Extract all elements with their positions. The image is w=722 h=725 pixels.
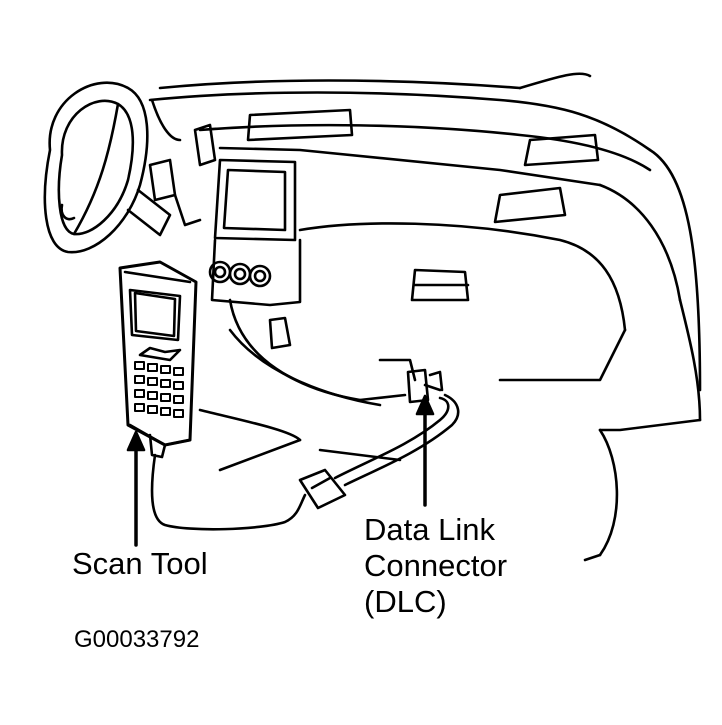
glove-box xyxy=(298,222,627,382)
air-vents xyxy=(246,108,600,224)
center-console xyxy=(208,158,302,350)
scan-tool-label: Scan Tool xyxy=(72,546,208,581)
dlc-label-line-3: (DLC) xyxy=(364,584,447,619)
data-link-connector-label: Data Link Connector (DLC) xyxy=(364,512,507,620)
lower-dash xyxy=(198,298,417,472)
steering-column xyxy=(148,98,217,227)
scan-tool-keypad xyxy=(134,361,184,418)
scan-tool-pointer-arrow xyxy=(126,430,146,547)
dlc-pointer-arrow xyxy=(415,394,435,507)
scan-tool-cable xyxy=(150,393,460,531)
dlc-label-line-2: Connector xyxy=(364,548,508,583)
dashboard-outline xyxy=(148,72,702,562)
dlc-label-line-1: Data Link xyxy=(364,512,495,547)
scan-tool-device xyxy=(118,260,198,459)
figure-id-label: G00033792 xyxy=(74,626,200,653)
steering-wheel xyxy=(43,81,172,254)
